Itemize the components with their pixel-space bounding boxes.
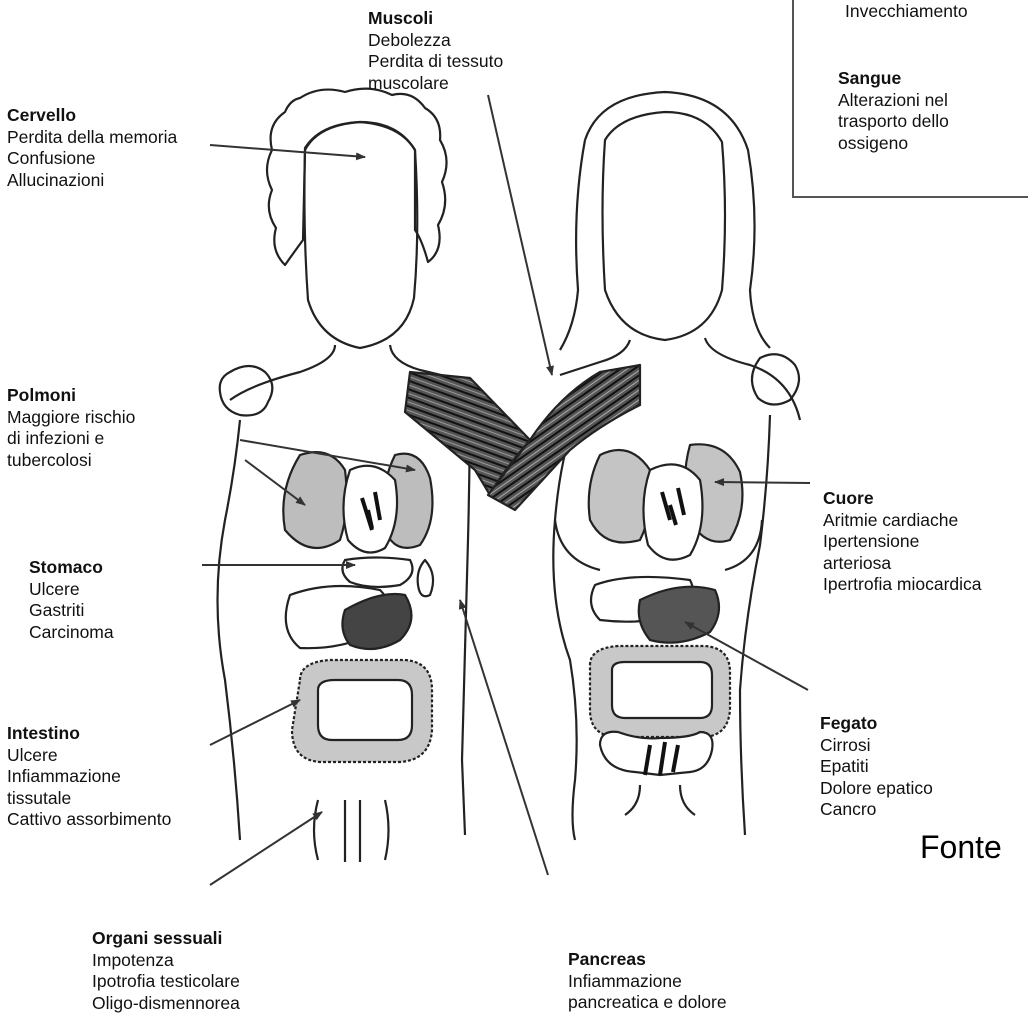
sangue-line: Alterazioni nel <box>838 90 949 112</box>
organi-title: Organi sessuali <box>92 928 240 950</box>
intestino-title: Intestino <box>7 723 171 745</box>
pancreas-line: Infiammazione <box>568 971 727 993</box>
fegato-line: Dolore epatico <box>820 778 933 800</box>
male-torso-left <box>218 420 241 840</box>
pancreas-title: Pancreas <box>568 949 727 971</box>
cuore-line: Ipertensione <box>823 531 982 553</box>
sangue-line: ossigeno <box>838 133 949 155</box>
male-figure <box>218 89 471 862</box>
source-label: Fonte <box>920 828 1002 866</box>
muscoli-line: Perdita di tessuto <box>368 51 503 73</box>
fegato-title: Fegato <box>820 713 933 735</box>
label-fegato: Fegato Cirrosi Epatiti Dolore epatico Ca… <box>820 713 933 821</box>
cervello-line: Confusione <box>7 148 177 170</box>
male-hair <box>267 89 447 265</box>
cervello-line: Allucinazioni <box>7 170 177 192</box>
sangue-line: trasporto dello <box>838 111 949 133</box>
female-uterus <box>600 732 713 775</box>
sangue-title: Sangue <box>838 68 949 90</box>
intestino-line: tissutale <box>7 788 171 810</box>
intestino-line: Cattivo assorbimento <box>7 809 171 831</box>
female-torso-left <box>553 420 576 840</box>
intestino-line: Infiammazione <box>7 766 171 788</box>
fegato-line: Cancro <box>820 799 933 821</box>
female-face <box>603 112 726 340</box>
male-stomach <box>342 558 412 587</box>
stomaco-title: Stomaco <box>29 557 114 579</box>
polmoni-line: tubercolosi <box>7 450 135 472</box>
female-figure <box>553 92 800 840</box>
cuore-title: Cuore <box>823 488 982 510</box>
fegato-line: Cirrosi <box>820 735 933 757</box>
polmoni-line: Maggiore rischio <box>7 407 135 429</box>
label-intestino: Intestino Ulcere Infiammazione tissutale… <box>7 723 171 831</box>
cuore-line: arteriosa <box>823 553 982 575</box>
pancreas-line: pancreatica e dolore <box>568 992 727 1014</box>
cuore-line: Ipertrofia miocardica <box>823 574 982 596</box>
muscoli-title: Muscoli <box>368 8 503 30</box>
label-organi-sessuali: Organi sessuali Impotenza Ipotrofia test… <box>92 928 240 1014</box>
box-top-fragment-text: Invecchiamento <box>845 1 968 23</box>
male-lung-left <box>283 452 346 548</box>
label-sangue: Sangue Alterazioni nel trasporto dello o… <box>838 68 949 154</box>
label-muscoli: Muscoli Debolezza Perdita di tessuto mus… <box>368 8 503 94</box>
cervello-line: Perdita della memoria <box>7 127 177 149</box>
label-cuore: Cuore Aritmie cardiache Ipertensione art… <box>823 488 982 596</box>
polmoni-line: di infezioni e <box>7 428 135 450</box>
label-pancreas: Pancreas Infiammazione pancreatica e dol… <box>568 949 727 1014</box>
box-top-fragment: Invecchiamento <box>845 1 968 23</box>
fegato-line: Epatiti <box>820 756 933 778</box>
male-neck <box>230 345 335 400</box>
female-lung-left <box>589 450 652 543</box>
organi-line: Oligo-dismennorea <box>92 993 240 1015</box>
cervello-title: Cervello <box>7 105 177 127</box>
stomaco-line: Gastriti <box>29 600 114 622</box>
label-cervello: Cervello Perdita della memoria Confusion… <box>7 105 177 191</box>
stomaco-line: Ulcere <box>29 579 114 601</box>
male-heart <box>343 466 397 553</box>
muscoli-line: Debolezza <box>368 30 503 52</box>
intestino-line: Ulcere <box>7 745 171 767</box>
female-torso-right <box>740 415 770 835</box>
organi-line: Impotenza <box>92 950 240 972</box>
muscoli-line: muscolare <box>368 73 503 95</box>
label-stomaco: Stomaco Ulcere Gastriti Carcinoma <box>29 557 114 643</box>
label-polmoni: Polmoni Maggiore rischio di infezioni e … <box>7 385 135 471</box>
organi-line: Ipotrofia testicolare <box>92 971 240 993</box>
polmoni-title: Polmoni <box>7 385 135 407</box>
stomaco-line: Carcinoma <box>29 622 114 644</box>
cuore-line: Aritmie cardiache <box>823 510 982 532</box>
